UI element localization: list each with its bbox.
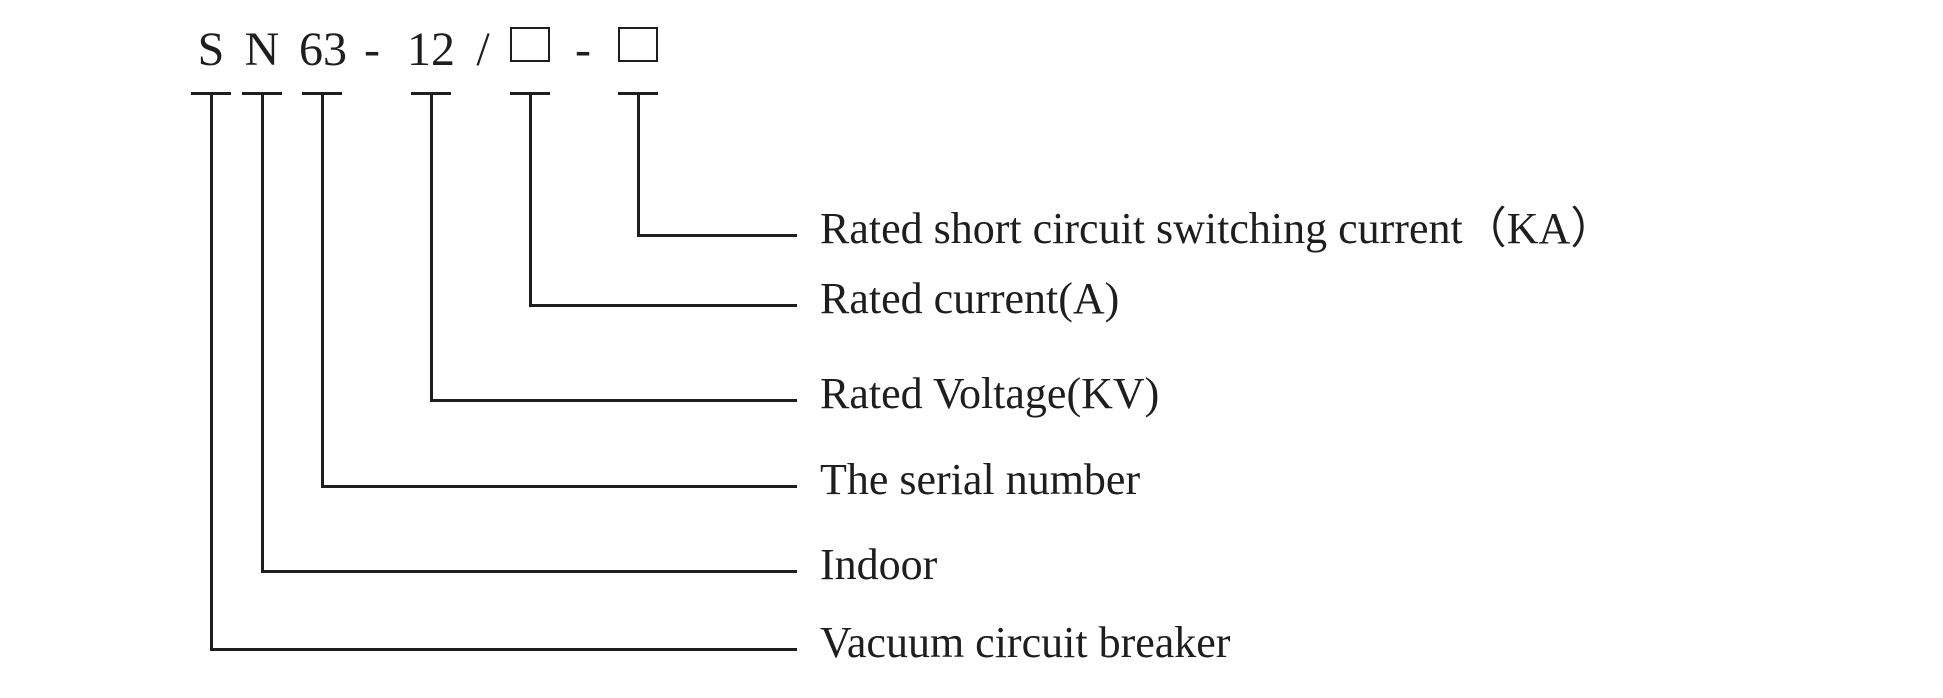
code-token-serial-63: 63 <box>299 23 347 76</box>
callout-label-rated-current: Rated current(A) <box>820 274 1120 323</box>
callout-label-rated-voltage: Rated Voltage(KV) <box>820 369 1160 418</box>
code-token-indoor-n: N <box>244 23 280 76</box>
connector-vline <box>209 92 213 651</box>
connector-vline <box>260 92 264 573</box>
connector-vline <box>636 92 640 237</box>
callout-label-vacuum-circuit-breaker: Vacuum circuit breaker <box>820 618 1231 667</box>
code-token-hyphen-2: - <box>575 23 591 76</box>
connector-vline <box>429 92 433 402</box>
connector-hline <box>211 648 797 651</box>
connector-hline <box>530 304 797 307</box>
callout-label-indoor: Indoor <box>820 540 938 589</box>
callout-label-serial-number: The serial number <box>820 455 1141 504</box>
code-token-voltage-12: 12 <box>407 23 455 76</box>
code-token-hyphen-1: - <box>364 23 380 76</box>
placeholder-box-icon-current <box>510 27 550 62</box>
connector-hline <box>322 485 797 488</box>
connector-hline <box>638 234 797 237</box>
connector-vline <box>320 92 324 488</box>
code-token-series-s: S <box>197 23 225 76</box>
connector-hline <box>431 399 797 402</box>
connector-hline <box>262 570 797 573</box>
placeholder-box-icon-breaking <box>618 27 658 62</box>
callout-label-rated-short-circuit-current: Rated short circuit switching current（KA… <box>820 204 1615 253</box>
connector-vline <box>528 92 532 307</box>
code-token-slash: / <box>476 23 490 76</box>
